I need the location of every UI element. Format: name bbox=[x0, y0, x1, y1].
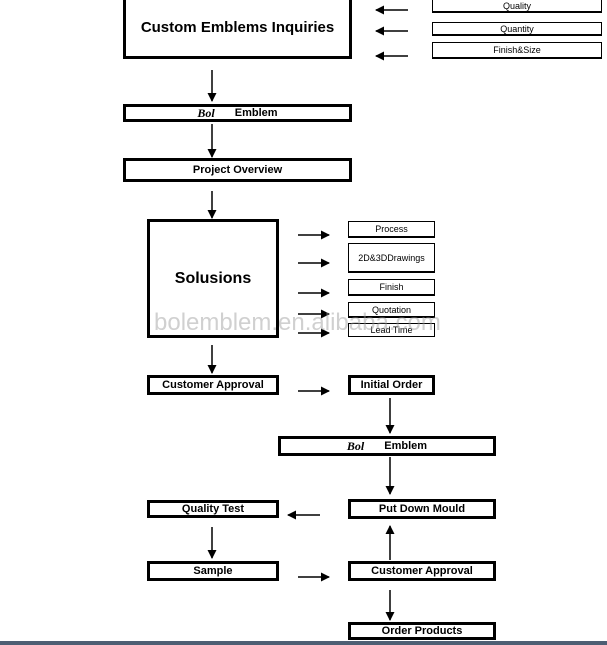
bottom-bar bbox=[0, 641, 607, 645]
sample-box: Sample bbox=[147, 561, 279, 581]
solution-drawings: 2D&3DDrawings bbox=[348, 243, 435, 273]
bol-logo: Bol bbox=[197, 105, 215, 120]
input-finish-size: Finish&Size bbox=[432, 42, 602, 59]
put-down-mould-box: Put Down Mould bbox=[348, 499, 496, 519]
order-products-box: Order Products bbox=[348, 622, 496, 640]
input-quality: Quality bbox=[432, 0, 602, 13]
inquiries-box: Custom Emblems Inquiries bbox=[123, 0, 352, 59]
initial-order-box: Initial Order bbox=[348, 375, 435, 395]
solutions-box: Solusions bbox=[147, 219, 279, 338]
watermark: bolemblem.en.alibaba.com bbox=[154, 309, 441, 336]
inquiries-title: Custom Emblems Inquiries bbox=[140, 19, 335, 36]
project-overview-box: Project Overview bbox=[123, 158, 352, 182]
quality-test-box: Quality Test bbox=[147, 500, 279, 518]
input-quantity: Quantity bbox=[432, 22, 602, 36]
brand-emblem-box-1: Bol Emblem bbox=[123, 104, 352, 122]
emblem-label: Emblem bbox=[234, 107, 278, 119]
solution-quotation: Quotation bbox=[348, 302, 435, 318]
solution-process: Process bbox=[348, 221, 435, 238]
solution-finish: Finish bbox=[348, 279, 435, 296]
emblem-label: Emblem bbox=[384, 440, 428, 452]
customer-approval-box-1: Customer Approval bbox=[147, 375, 279, 395]
customer-approval-box-2: Customer Approval bbox=[348, 561, 496, 581]
brand-emblem-box-2: Bol Emblem bbox=[278, 436, 496, 456]
solution-lead-time: Lead Time bbox=[348, 323, 435, 337]
bol-logo: Bol bbox=[346, 438, 365, 453]
